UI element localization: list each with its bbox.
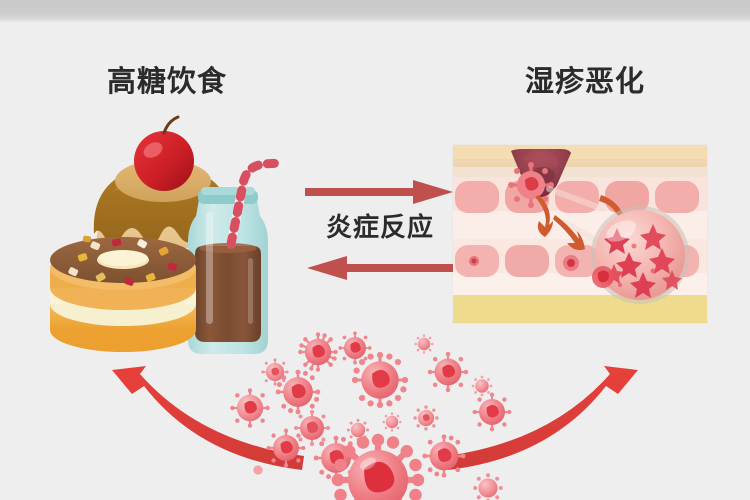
arrow-right-diet-to-eczema: [305, 178, 455, 206]
virus-particle-main: [331, 433, 425, 500]
page-title-left: 高糖饮食: [107, 66, 228, 98]
page-title-right: 湿疹恶化: [525, 66, 646, 98]
virus-particle: [427, 351, 469, 393]
virus-particle: [294, 410, 330, 446]
virus-particle: [261, 358, 289, 386]
virus-particle: [472, 392, 512, 432]
inflamed-spots: [469, 255, 579, 271]
arrow-left-eczema-to-diet: [305, 254, 455, 282]
virus-particle: [473, 473, 503, 500]
sugary-foods-illustration: [28, 108, 298, 354]
virus-particle: [414, 334, 434, 354]
donut-sprinkles: [68, 235, 178, 286]
virus-particle: [351, 351, 409, 409]
arc-right-up: [446, 366, 638, 470]
skin-cross-section-illustration: [453, 145, 707, 323]
center-label-inflammatory-response: 炎症反应: [325, 212, 434, 242]
virus-particle: [230, 388, 270, 428]
virus-particle: [471, 375, 493, 397]
virus-particle: [275, 369, 321, 415]
virus-particle-in-skin: [508, 162, 554, 208]
chocolate-milk-bottle-icon: [188, 158, 285, 354]
inflammation-virus-cluster: [230, 330, 512, 500]
virus-particle: [338, 331, 372, 365]
virus-particle: [422, 434, 466, 478]
donut-icon: [50, 235, 196, 352]
virus-particle: [298, 332, 338, 372]
virus-particle: [382, 412, 402, 432]
magnified-cell-bubble: [591, 206, 689, 304]
virus-particle: [253, 465, 263, 475]
virus-particle: [413, 405, 439, 431]
top-letterbox-band: [0, 0, 750, 22]
virus-particle: [266, 428, 306, 468]
